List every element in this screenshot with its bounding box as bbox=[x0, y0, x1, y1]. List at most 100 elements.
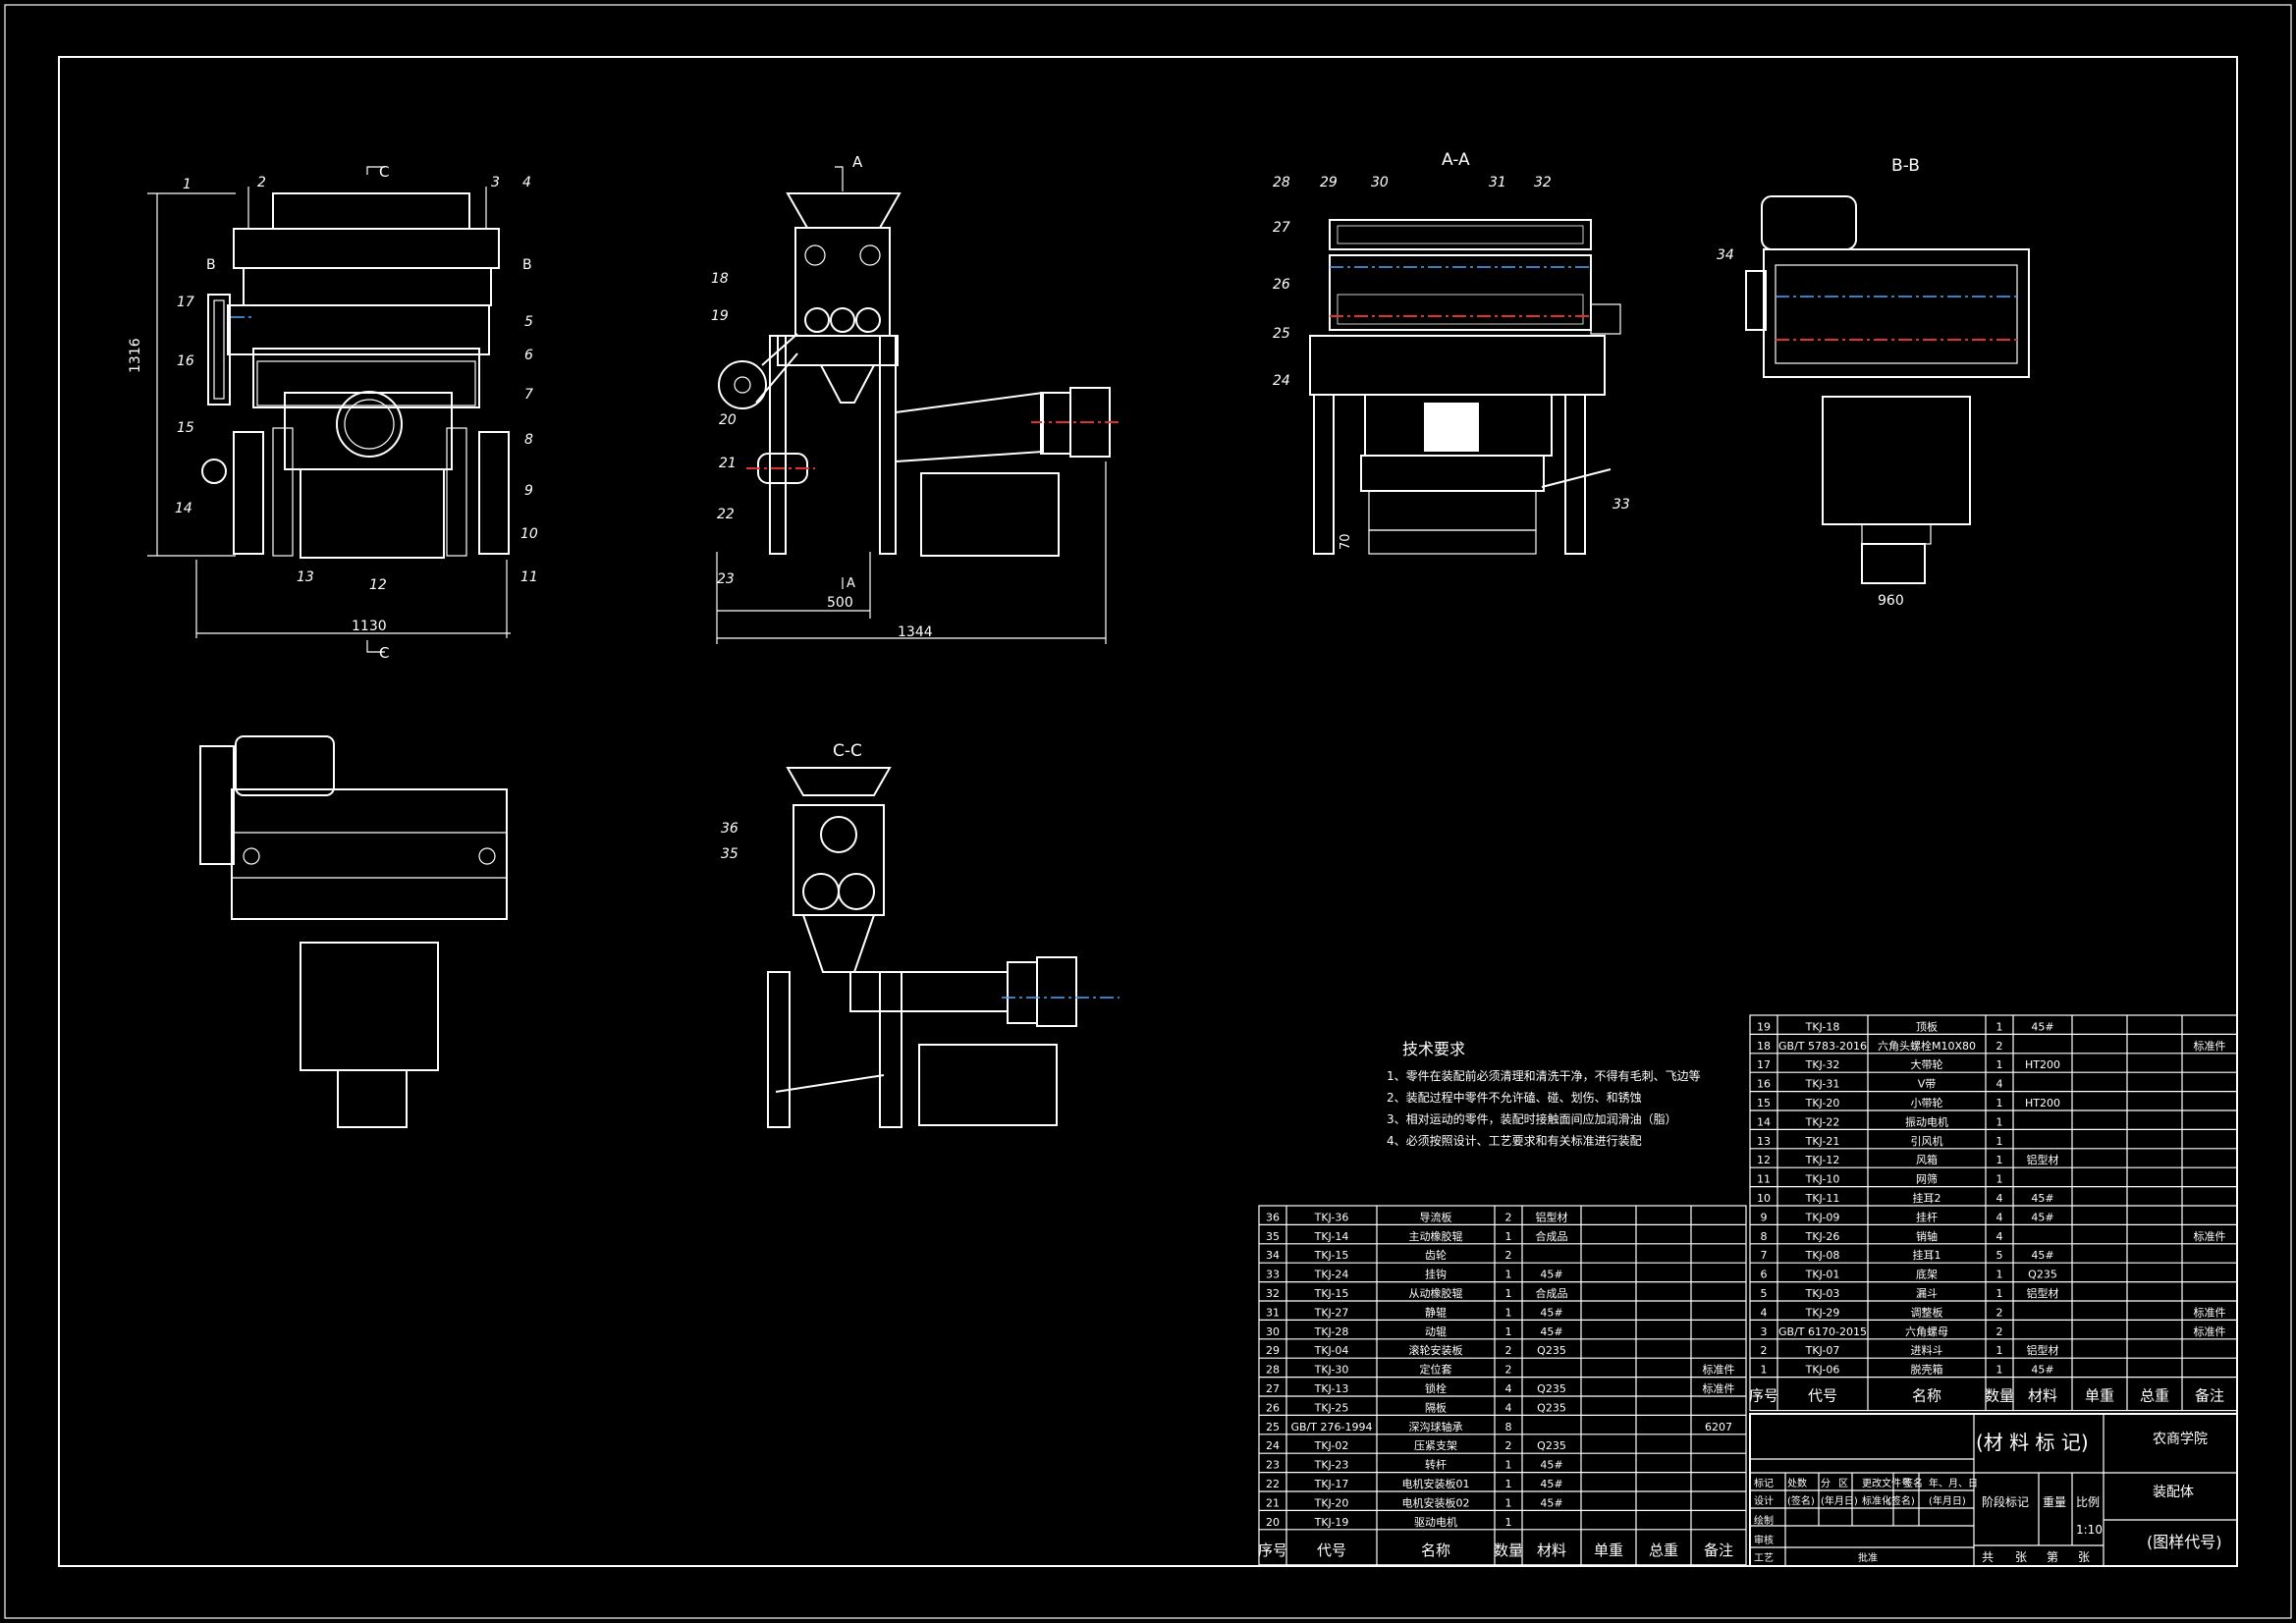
bom-cell: 导流板 bbox=[1420, 1210, 1452, 1223]
svg-text:32: 32 bbox=[1534, 175, 1552, 190]
bom-cell: 21 bbox=[1266, 1496, 1280, 1509]
bom-cell: 29 bbox=[1266, 1344, 1280, 1357]
bom-cell: 深沟球轴承 bbox=[1409, 1420, 1463, 1434]
title-block-cell: 标准化 bbox=[1862, 1494, 1891, 1507]
section-mark-c-top: C bbox=[379, 163, 389, 181]
bom-cell: GB/T 276-1994 bbox=[1291, 1421, 1373, 1434]
svg-text:21: 21 bbox=[719, 456, 737, 471]
sheet-label: 张 bbox=[2078, 1550, 2090, 1564]
bom-cell: 1 bbox=[1505, 1230, 1512, 1243]
bom-cell: TKJ-27 bbox=[1314, 1306, 1349, 1319]
bom-cell: 引风机 bbox=[1911, 1134, 1943, 1148]
svg-text:29: 29 bbox=[1320, 175, 1338, 190]
material-mark: (材 料 标 记) bbox=[1976, 1431, 2089, 1454]
bom-cell: TKJ-12 bbox=[1805, 1154, 1840, 1166]
bom-cell: 2 bbox=[1996, 1306, 2003, 1319]
svg-text:24: 24 bbox=[1273, 373, 1290, 389]
bom-cell: 1 bbox=[1505, 1269, 1512, 1281]
bom-cell: TKJ-08 bbox=[1805, 1249, 1840, 1262]
bom-header-cell: 序号 bbox=[1258, 1542, 1287, 1559]
front-view bbox=[147, 166, 511, 653]
bom-cell: 45# bbox=[1540, 1478, 1562, 1490]
svg-text:14: 14 bbox=[175, 501, 192, 516]
bom-header-cell: 代号 bbox=[1317, 1542, 1346, 1559]
bom-cell: 45# bbox=[2031, 1211, 2053, 1223]
svg-text:23: 23 bbox=[717, 571, 735, 587]
section-mark-c-bottom: C bbox=[379, 644, 389, 662]
svg-text:11: 11 bbox=[520, 569, 538, 585]
tech-item-1: 1、零件在装配前必须清理和清洗干净，不得有毛刺、飞边等 bbox=[1387, 1068, 1701, 1083]
bom-cell: V带 bbox=[1918, 1078, 1937, 1091]
bom-cell: 1 bbox=[1505, 1478, 1512, 1490]
bom-cell: 30 bbox=[1266, 1325, 1280, 1338]
bom-cell: 28 bbox=[1266, 1364, 1280, 1377]
bom-cell: TKJ-06 bbox=[1805, 1364, 1840, 1377]
bom-cell: 标准件 bbox=[2194, 1325, 2226, 1338]
process-label: 工艺 bbox=[1754, 1552, 1774, 1564]
bom-cell: 挂杆 bbox=[1916, 1210, 1938, 1223]
bom-cell: TKJ-01 bbox=[1805, 1269, 1840, 1281]
section-mark-a-top: A bbox=[852, 153, 863, 171]
bom-cell: 5 bbox=[1996, 1249, 2003, 1262]
bom-cell: 31 bbox=[1266, 1306, 1280, 1319]
bom-cell: 2 bbox=[1996, 1040, 2003, 1053]
bom-cell: 静辊 bbox=[1425, 1305, 1447, 1319]
bom-cell: 铝型材 bbox=[2027, 1343, 2059, 1357]
bom-cell: 合成品 bbox=[1536, 1229, 1568, 1243]
bom-cell: 45# bbox=[2031, 1249, 2053, 1262]
bom-cell: 45# bbox=[1540, 1459, 1562, 1472]
bom-cell: 45# bbox=[1540, 1496, 1562, 1509]
bom-cell: GB/T 5783-2016 bbox=[1778, 1040, 1867, 1053]
bom-cell: 六角螺母 bbox=[1905, 1325, 1948, 1338]
dim-side-1344: 1344 bbox=[898, 624, 933, 640]
title-block-cell: (签名) bbox=[1787, 1494, 1815, 1507]
bom-cell: TKJ-20 bbox=[1805, 1097, 1840, 1109]
bom-cell: 18 bbox=[1757, 1040, 1771, 1053]
title-block-cell: (年月日) bbox=[1929, 1494, 1966, 1507]
svg-text:22: 22 bbox=[717, 507, 735, 522]
inner-frame bbox=[58, 56, 2238, 1567]
bom-cell: 从动橡胶辊 bbox=[1409, 1286, 1463, 1300]
bom-cell: Q235 bbox=[1537, 1439, 1566, 1452]
bom-header-cell: 备注 bbox=[2195, 1387, 2224, 1405]
svg-text:28: 28 bbox=[1273, 175, 1290, 190]
bom-cell: 1 bbox=[1505, 1459, 1512, 1472]
bom-cell: 36 bbox=[1266, 1211, 1280, 1223]
bom-header-cell: 单重 bbox=[1594, 1542, 1623, 1559]
title-block-cell: 更改文件号 bbox=[1862, 1477, 1911, 1489]
bom-cell: TKJ-02 bbox=[1314, 1439, 1349, 1452]
bom-cell: 4 bbox=[1996, 1230, 2003, 1243]
bom-cell: 6 bbox=[1761, 1269, 1768, 1281]
callouts-aa: 24 25 26 27 28 29 30 31 32 33 bbox=[1273, 175, 1630, 513]
bom-cell: TKJ-14 bbox=[1314, 1230, 1349, 1243]
outer-frame bbox=[4, 4, 2292, 1619]
bom-cell: TKJ-22 bbox=[1805, 1115, 1840, 1128]
bom-cell: TKJ-17 bbox=[1314, 1478, 1349, 1490]
bom-cell: TKJ-29 bbox=[1805, 1306, 1840, 1319]
bom-cell: TKJ-21 bbox=[1805, 1135, 1840, 1148]
title-block-cell: (签名) bbox=[1887, 1494, 1915, 1507]
bom-cell: 标准件 bbox=[2194, 1039, 2226, 1053]
bom-cell: TKJ-03 bbox=[1805, 1287, 1840, 1300]
approve-label: 批准 bbox=[1858, 1551, 1878, 1564]
bom-cell: TKJ-11 bbox=[1805, 1192, 1840, 1205]
bom-cell: 45# bbox=[1540, 1306, 1562, 1319]
tech-item-3: 3、相对运动的零件，装配时接触面间应加润滑油（脂） bbox=[1387, 1111, 1677, 1126]
bom-cell: 1 bbox=[1996, 1115, 2003, 1128]
bom-cell: 六角头螺栓M10X80 bbox=[1878, 1039, 1976, 1053]
sheets-label: 张 bbox=[2015, 1550, 2027, 1564]
bom-cell: TKJ-15 bbox=[1314, 1249, 1349, 1262]
bom-header-cell: 数量 bbox=[1494, 1542, 1523, 1559]
dim-front-width: 1130 bbox=[352, 619, 387, 634]
bom-cell: 调整板 bbox=[1911, 1305, 1943, 1319]
svg-text:6: 6 bbox=[524, 348, 533, 363]
bom-cell: 1 bbox=[1505, 1306, 1512, 1319]
bom-cell: TKJ-30 bbox=[1314, 1364, 1349, 1377]
bom-cell: 铝型材 bbox=[1536, 1210, 1568, 1223]
bom-cell: 1 bbox=[1996, 1097, 2003, 1109]
bom-cell: 1 bbox=[1996, 1287, 2003, 1300]
bom-cell: 铝型材 bbox=[2027, 1286, 2059, 1300]
bom-cell: 8 bbox=[1505, 1421, 1512, 1434]
